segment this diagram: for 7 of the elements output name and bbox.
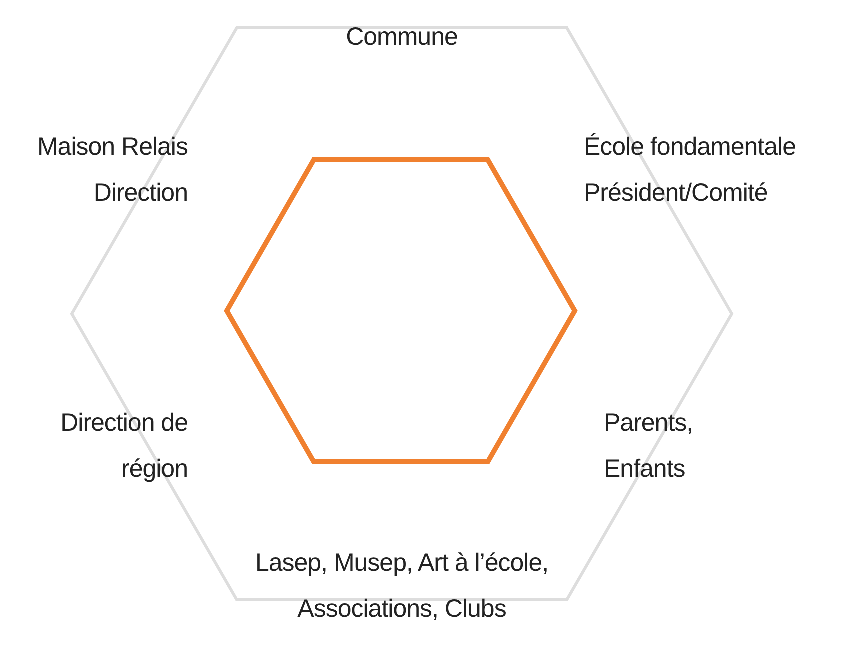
text-label: École fondamentale Président/Comité	[584, 132, 797, 209]
text-label: Lasep, Musep, Art à l’école, Associations, Clubs	[254, 548, 550, 625]
text-label: Commune	[345, 22, 459, 53]
text-label: Maison Relais Direction	[36, 132, 188, 209]
text-label: Parents, Enfants	[604, 408, 694, 485]
inner-hexagon	[224, 158, 578, 464]
text-label: Direction de région	[60, 408, 188, 485]
